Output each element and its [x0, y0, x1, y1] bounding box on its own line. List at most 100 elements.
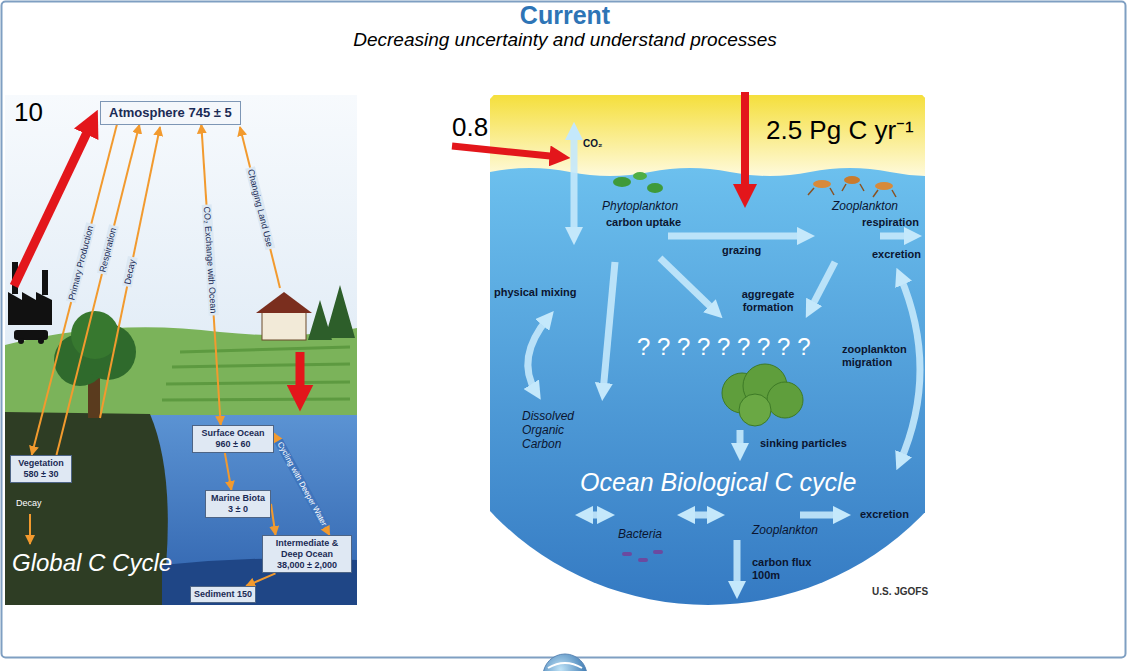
migration-arrow: [900, 276, 920, 462]
pool-box: Surface Ocean 960 ± 60: [192, 425, 274, 453]
zooplankton: [875, 182, 893, 190]
flux-label: Decay: [16, 498, 42, 508]
zooplankton: [844, 176, 860, 184]
flux-value: 0.8: [452, 113, 488, 143]
pool-label: Vegetation 580 ± 30: [14, 458, 68, 480]
aggregate: [767, 382, 803, 418]
process-label: respiration: [862, 216, 919, 229]
global-cycle-picture: [5, 95, 357, 605]
pool-label: Surface Ocean 960 ± 60: [196, 428, 270, 450]
factory: [8, 292, 52, 325]
excretion-arrow: [800, 512, 842, 519]
panel-caption: Ocean Biological C cycle: [580, 468, 857, 497]
process-label: carbon uptake: [606, 216, 681, 229]
process-label: physical mixing: [494, 286, 577, 299]
flux-label: Decay: [122, 257, 138, 288]
aggregate-arrow: [810, 262, 835, 310]
pool-label: Dissolved Organic Carbon: [522, 410, 594, 451]
flux-arrow: [201, 125, 220, 425]
ocean-disc: [490, 95, 925, 605]
flux-label: Primary Production: [66, 223, 96, 304]
bacteria: [653, 550, 663, 554]
organism-label: Zooplankton: [832, 200, 898, 214]
flux-line: [29, 514, 31, 544]
pool-box: Marine Biota 3 ± 0: [205, 490, 271, 518]
exchange-arrow: [571, 131, 578, 236]
flux-line: [240, 127, 280, 288]
flux-label: Respiration: [97, 225, 119, 276]
chimney: [42, 270, 48, 295]
red-arrow: [296, 352, 305, 398]
bacteria: [638, 558, 648, 562]
field-rows: [162, 347, 350, 400]
zooplankton-legs: [808, 184, 896, 197]
globe-logo: [543, 654, 587, 671]
flux-arrow: [32, 125, 117, 455]
zooplankton: [813, 180, 831, 188]
panel-caption: Global C Cycle: [12, 549, 172, 577]
blue-arrows: [528, 131, 920, 590]
mixing-arrow: [528, 318, 548, 392]
pool-box: Vegetation 580 ± 30: [10, 455, 72, 483]
sky: [5, 95, 357, 605]
flux-value: 2.5 Pg C yr⁻¹: [766, 116, 914, 146]
credit-label: U.S. JGOFS: [872, 586, 928, 598]
exchange-arrow: [686, 512, 716, 519]
globe-swirl: [548, 663, 582, 668]
car-wheel: [18, 338, 24, 344]
flux-arrow: [271, 504, 276, 535]
soil: [5, 412, 168, 605]
slide-frame: [2, 2, 1126, 658]
phytoplankton: [613, 177, 631, 187]
phytoplankton: [647, 183, 663, 193]
exchange-arrow: [584, 512, 606, 519]
process-label: excretion: [860, 508, 909, 521]
process-label: excretion: [872, 248, 921, 261]
sea: [490, 168, 925, 605]
organism-label: Phytoplankton: [602, 200, 678, 214]
process-label: aggregate formation: [733, 288, 803, 313]
phytoplankton: [633, 172, 647, 180]
organism-label: Bacteria: [618, 528, 662, 542]
sinking-arrow: [737, 430, 744, 452]
flux-line: [100, 127, 160, 418]
flux-arrow: [246, 573, 275, 586]
flux-value: 10: [14, 98, 43, 128]
pool-label: Marine Biota 3 ± 0: [209, 493, 267, 515]
flux-arrow: [57, 125, 140, 455]
flux-down-arrow: [734, 540, 741, 590]
process-label: sinking particles: [760, 437, 847, 450]
land: [5, 327, 357, 420]
pool-box: Atmosphere 745 ± 5: [100, 101, 241, 125]
pool-box: Intermediate & Deep Ocean 38,000 ± 2,000: [262, 535, 352, 573]
process-label: CO₂: [583, 138, 602, 150]
flux-label: CO₂ Exchange with Ocean: [201, 204, 218, 315]
bacteria: [622, 552, 632, 556]
aggregate: [739, 394, 771, 426]
tree-crown: [71, 311, 119, 359]
ocean-cycle-picture: [490, 95, 925, 605]
organism-label: Zooplankton: [752, 524, 818, 538]
flux-label: Cycling with Deeper Water: [274, 439, 329, 530]
house: [262, 312, 306, 340]
pool-box: Sediment 150: [190, 586, 256, 603]
house-roof: [256, 292, 312, 313]
doc-arrow: [603, 262, 615, 392]
slide-title: Current: [520, 3, 610, 28]
grazing-arrow: [668, 233, 806, 240]
red-arrow: [452, 146, 560, 157]
flux-label: Changing Land Use: [245, 166, 275, 250]
process-label: zooplankton migration: [842, 343, 914, 368]
process-label: grazing: [722, 244, 761, 257]
subtitle: Decreasing uncertainty and understand pr…: [353, 29, 777, 51]
pool-label: Atmosphere 745 ± 5: [109, 105, 232, 121]
export-arrow: [880, 233, 913, 240]
red-arrow: [741, 92, 749, 196]
pine-trees: [308, 285, 355, 340]
car-wheel: [38, 338, 44, 344]
aggregate-arrow: [660, 258, 716, 312]
flux-arrow: [225, 453, 232, 490]
car: [14, 330, 48, 340]
